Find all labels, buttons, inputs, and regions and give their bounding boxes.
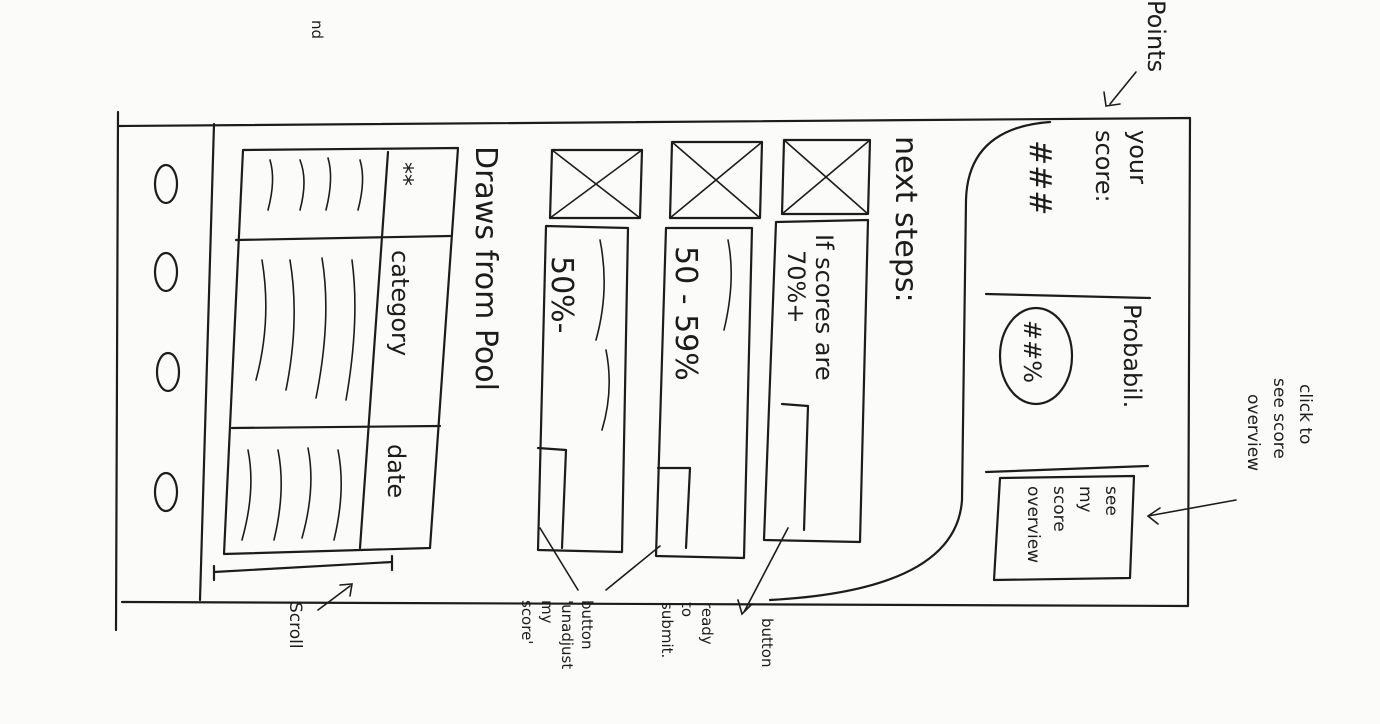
next-step-row-3: 50%- <box>536 148 644 554</box>
pool-title: Draws from Pool <box>468 146 503 391</box>
next-step-row-3-label: 50%- <box>544 256 579 334</box>
next-step-row-2-label: 50 - 59% <box>668 246 703 381</box>
nav-dots[interactable] <box>153 163 181 513</box>
scroll-bar[interactable] <box>212 554 394 582</box>
unadjust-annotation-4: score' <box>518 600 536 644</box>
click-overview-arrow <box>1146 499 1237 525</box>
your-score-label-2: score: <box>1090 130 1118 203</box>
next-step-row-1-line-1: If scores are <box>810 234 838 381</box>
nav-dot-2[interactable] <box>153 251 179 293</box>
next-step-row-2: 50 - 59% <box>654 140 764 560</box>
next-step-row-1-line-2: 70%+ <box>782 250 810 323</box>
device-frame <box>114 110 1192 632</box>
overview-button-line-1: see <box>1101 486 1121 516</box>
corner-fragment-text: nd <box>308 20 326 39</box>
pool-column-date: date <box>382 444 410 498</box>
unadjust-score-button[interactable] <box>536 446 568 550</box>
click-overview-line-1: click to <box>1295 384 1315 444</box>
overview-button-line-3: score <box>1049 486 1069 532</box>
unadjust-arrows <box>539 527 661 591</box>
ready-to-submit-button[interactable] <box>656 466 692 550</box>
unadjust-annotation-1: button <box>578 600 596 649</box>
your-score-label-1: your <box>1124 130 1152 184</box>
click-overview-line-2: see score <box>1269 378 1289 459</box>
points-arrow <box>1103 71 1137 107</box>
nav-dot-3[interactable] <box>155 351 181 393</box>
nav-dot-1[interactable] <box>153 163 179 205</box>
points-annotation: Points <box>1142 0 1170 72</box>
probability-value: ##% <box>1018 320 1046 383</box>
scroll-annotation: Scroll <box>285 602 305 649</box>
probability-label: Probabil. <box>1118 304 1146 408</box>
scroll-arrow <box>317 583 353 611</box>
score-overview-button[interactable]: see my score overview <box>992 474 1136 582</box>
nav-dot-4[interactable] <box>153 471 179 513</box>
unadjust-annotation-3: my <box>538 600 556 624</box>
click-overview-line-3: overview <box>1243 394 1263 471</box>
right-button-annotation: button <box>758 618 776 667</box>
ready-annotation-2: to <box>678 602 696 617</box>
right-button-arrow <box>737 527 789 616</box>
next-step-row-1-button[interactable] <box>780 402 810 532</box>
overview-button-line-4: overview <box>1023 486 1043 563</box>
unadjust-annotation-2: 'unadjust <box>558 600 576 669</box>
next-step-row-1: If scores are 70%+ <box>762 138 872 544</box>
overview-button-line-2: my <box>1075 486 1095 513</box>
probability-circle <box>998 306 1074 406</box>
ready-annotation-3: submit. <box>658 602 676 658</box>
score-panel: your score: ### Probabil. ##% <box>768 120 1152 602</box>
next-steps-title: next steps: <box>888 136 923 303</box>
pool-column-star: ** <box>390 162 418 186</box>
pool-column-category: category <box>386 250 414 356</box>
pool-table[interactable]: ** category date <box>222 146 460 556</box>
score-value: ### <box>1022 140 1057 215</box>
ready-annotation-1: ready <box>698 602 716 645</box>
